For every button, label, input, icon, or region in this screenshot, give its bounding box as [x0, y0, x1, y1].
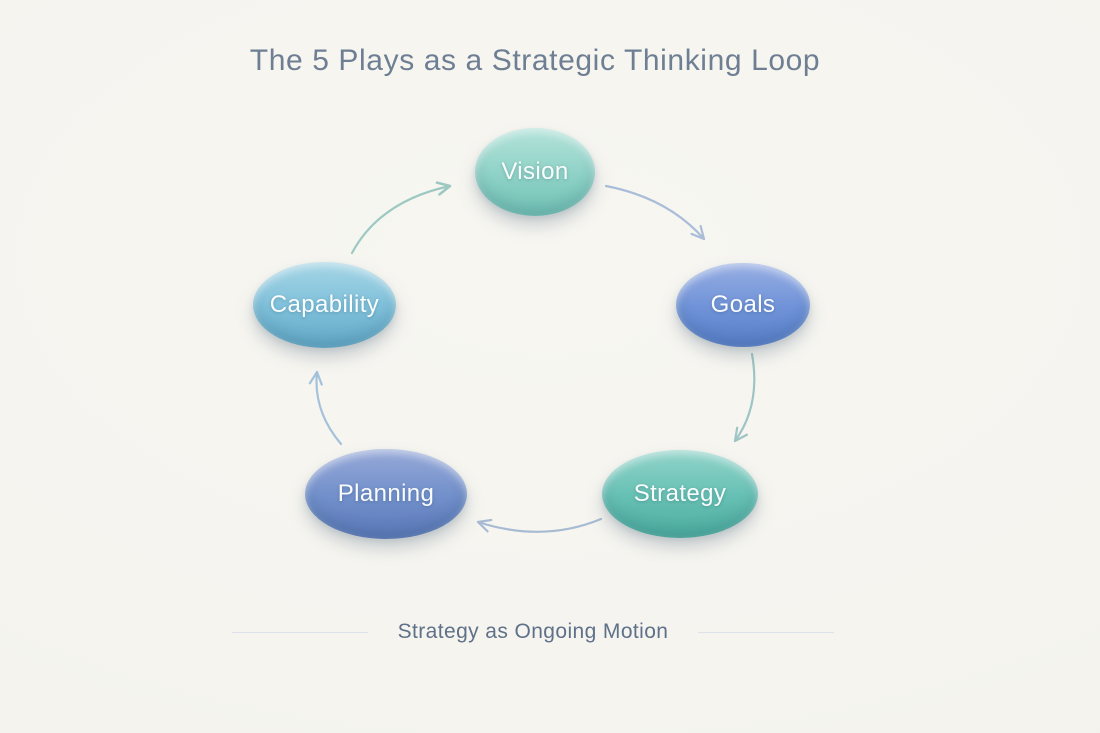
- node-planning-label: Planning: [337, 480, 435, 507]
- node-goals: Goals: [676, 263, 810, 347]
- node-vision: Vision: [475, 128, 595, 216]
- arrow-goals-to-strategy: [733, 352, 756, 443]
- node-vision-label: Vision: [501, 158, 569, 185]
- node-capability: Capability: [253, 262, 396, 348]
- caption-divider-right: [698, 631, 835, 633]
- arrow-capability-to-vision: [350, 181, 452, 255]
- caption-divider-left: [231, 631, 368, 633]
- arrow-planning-to-capability: [308, 370, 343, 446]
- node-strategy: Strategy: [602, 450, 758, 538]
- node-strategy-label: Strategy: [633, 480, 727, 507]
- arrow-strategy-to-planning: [476, 517, 603, 533]
- arrow-vision-to-goals: [604, 184, 706, 241]
- node-goals-label: Goals: [710, 291, 776, 318]
- node-capability-label: Capability: [269, 291, 380, 318]
- caption-row: Strategy as Ongoing Motion: [0, 620, 1066, 644]
- node-planning: Planning: [305, 449, 467, 539]
- caption-text: Strategy as Ongoing Motion: [397, 620, 669, 643]
- diagram-title: The 5 Plays as a Strategic Thinking Loop: [249, 44, 821, 77]
